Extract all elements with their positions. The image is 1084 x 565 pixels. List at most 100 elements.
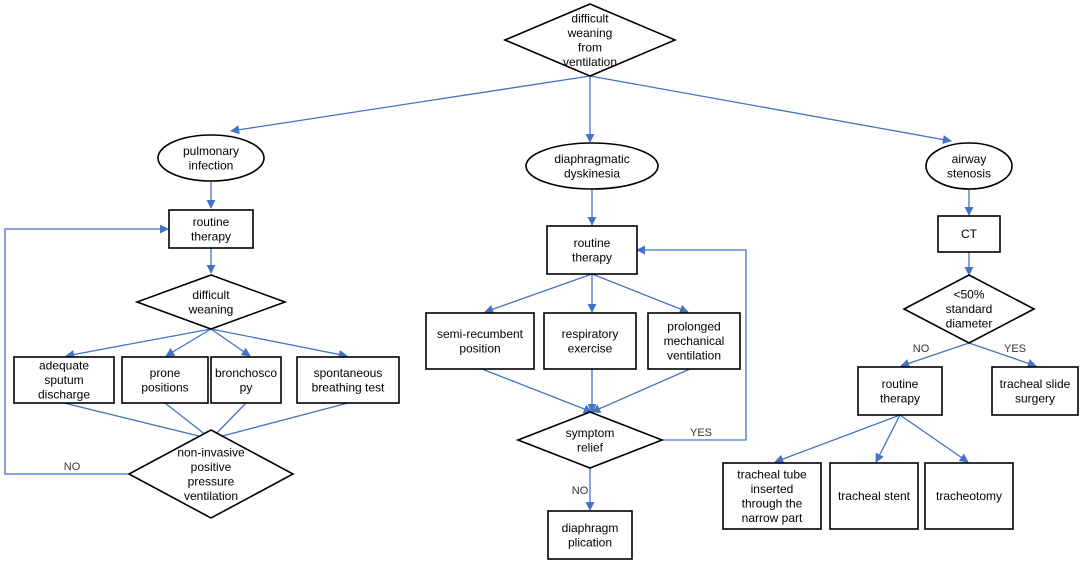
node-air-line-0: airway	[952, 152, 987, 166]
node-rt3-line-0: routine	[882, 377, 919, 391]
node-rt2-line-0: routine	[574, 236, 611, 250]
connector-arrow-12	[210, 402, 349, 442]
node-ct-line-0: CT	[961, 227, 978, 241]
node-pmv-line-0: prolonged	[667, 320, 720, 334]
node-ttube-line-3: narrow part	[742, 511, 803, 525]
node-dp-line-1: plication	[568, 535, 612, 549]
node-pulm-line-0: pulmonary	[183, 144, 239, 158]
node-nippv-line-0: non-invasive	[177, 445, 245, 459]
node-bron-line-0: bronchosco	[215, 366, 277, 380]
node-tss-line-1: surgery	[1015, 391, 1055, 405]
node-bron-line-1: py	[240, 380, 253, 394]
node-std-line-1: standard	[946, 302, 993, 316]
node-pmv-line-1: mechanical	[664, 334, 725, 348]
connector-arrow-10	[164, 402, 212, 440]
node-dp-line-0: diaphragm	[562, 521, 619, 535]
node-nippv-line-3: ventilation	[184, 489, 238, 503]
node-dia-shape	[525, 142, 659, 190]
node-bron-shape	[210, 356, 282, 404]
node-std-line-2: diameter	[946, 317, 993, 331]
node-dw-shape	[134, 274, 288, 330]
node-resp-line-0: respiratory	[562, 327, 619, 341]
node-pulm-shape	[157, 134, 265, 182]
node-rt3-shape	[857, 366, 943, 416]
node-start-line-0: difficult	[571, 11, 609, 25]
node-prone-line-1: positions	[141, 380, 188, 394]
node-trach-line-0: tracheotomy	[936, 489, 1002, 503]
node-pulm-line-1: infection	[189, 158, 234, 172]
connector-arrow-15	[484, 273, 593, 314]
node-semi-line-0: semi-recumbent	[437, 327, 524, 341]
node-semi-shape	[425, 312, 535, 370]
node-dw-line-0: difficult	[192, 288, 230, 302]
connector-arrow-17	[591, 273, 689, 314]
edge-label-no_right: NO	[913, 343, 930, 355]
node-rt1-line-1: therapy	[191, 229, 231, 243]
node-resp-shape	[543, 312, 637, 370]
node-sr-shape	[515, 411, 665, 469]
node-ttube-shape	[722, 462, 822, 530]
node-sbt-line-0: spontaneous	[314, 366, 383, 380]
edge-label-yes_mid: YES	[690, 427, 712, 439]
node-rt3-line-1: therapy	[880, 391, 920, 405]
node-rt1-line-0: routine	[193, 215, 230, 229]
node-std-shape	[902, 274, 1036, 344]
connector-arrow-5	[65, 328, 212, 359]
node-start-shape	[502, 3, 678, 77]
node-ct-shape	[937, 215, 1001, 253]
node-asd-line-1: sputum	[44, 373, 83, 387]
node-rt2-line-1: therapy	[572, 250, 612, 264]
node-semi-line-1: position	[459, 341, 500, 355]
node-resp-line-1: exercise	[568, 341, 613, 355]
node-trach-label: tracheotomy	[936, 489, 1002, 503]
connector-arrow-1	[230, 75, 591, 135]
edge-label-yes_right: YES	[1004, 343, 1026, 355]
node-ttube-line-2: through the	[742, 496, 803, 510]
connector-arrow-13	[4, 224, 169, 475]
node-prone-line-0: prone	[150, 366, 181, 380]
node-tss-shape	[991, 366, 1079, 416]
node-asd-line-0: adequate	[39, 359, 89, 373]
node-stent-label: tracheal stent	[838, 489, 911, 503]
node-sbt-line-1: breathing test	[312, 380, 385, 394]
edge-label-no_left: NO	[64, 461, 81, 473]
node-nippv-shape	[127, 429, 295, 519]
connector-arrow-21	[636, 245, 747, 441]
node-rt1-shape	[168, 209, 254, 249]
node-pmv-line-2: ventilation	[667, 349, 721, 363]
node-dia-line-1: dyskinesia	[564, 166, 620, 180]
node-sbt-shape	[296, 356, 400, 404]
node-air-line-1: stenosis	[947, 166, 991, 180]
node-prone-shape	[121, 356, 209, 404]
connector-arrow-28	[875, 414, 901, 463]
edge-label-no_mid: NO	[572, 485, 589, 497]
connector-arrow-7	[210, 328, 251, 357]
node-trach-shape	[924, 462, 1014, 530]
node-nippv-line-2: pressure	[188, 474, 235, 488]
connector-arrow-20	[591, 368, 691, 413]
connector-arrow-6	[165, 328, 212, 357]
node-stent-line-0: tracheal stent	[838, 489, 911, 503]
node-asd-shape	[13, 356, 115, 404]
node-air-shape	[925, 142, 1013, 190]
node-start-line-1: weaning	[567, 26, 613, 40]
